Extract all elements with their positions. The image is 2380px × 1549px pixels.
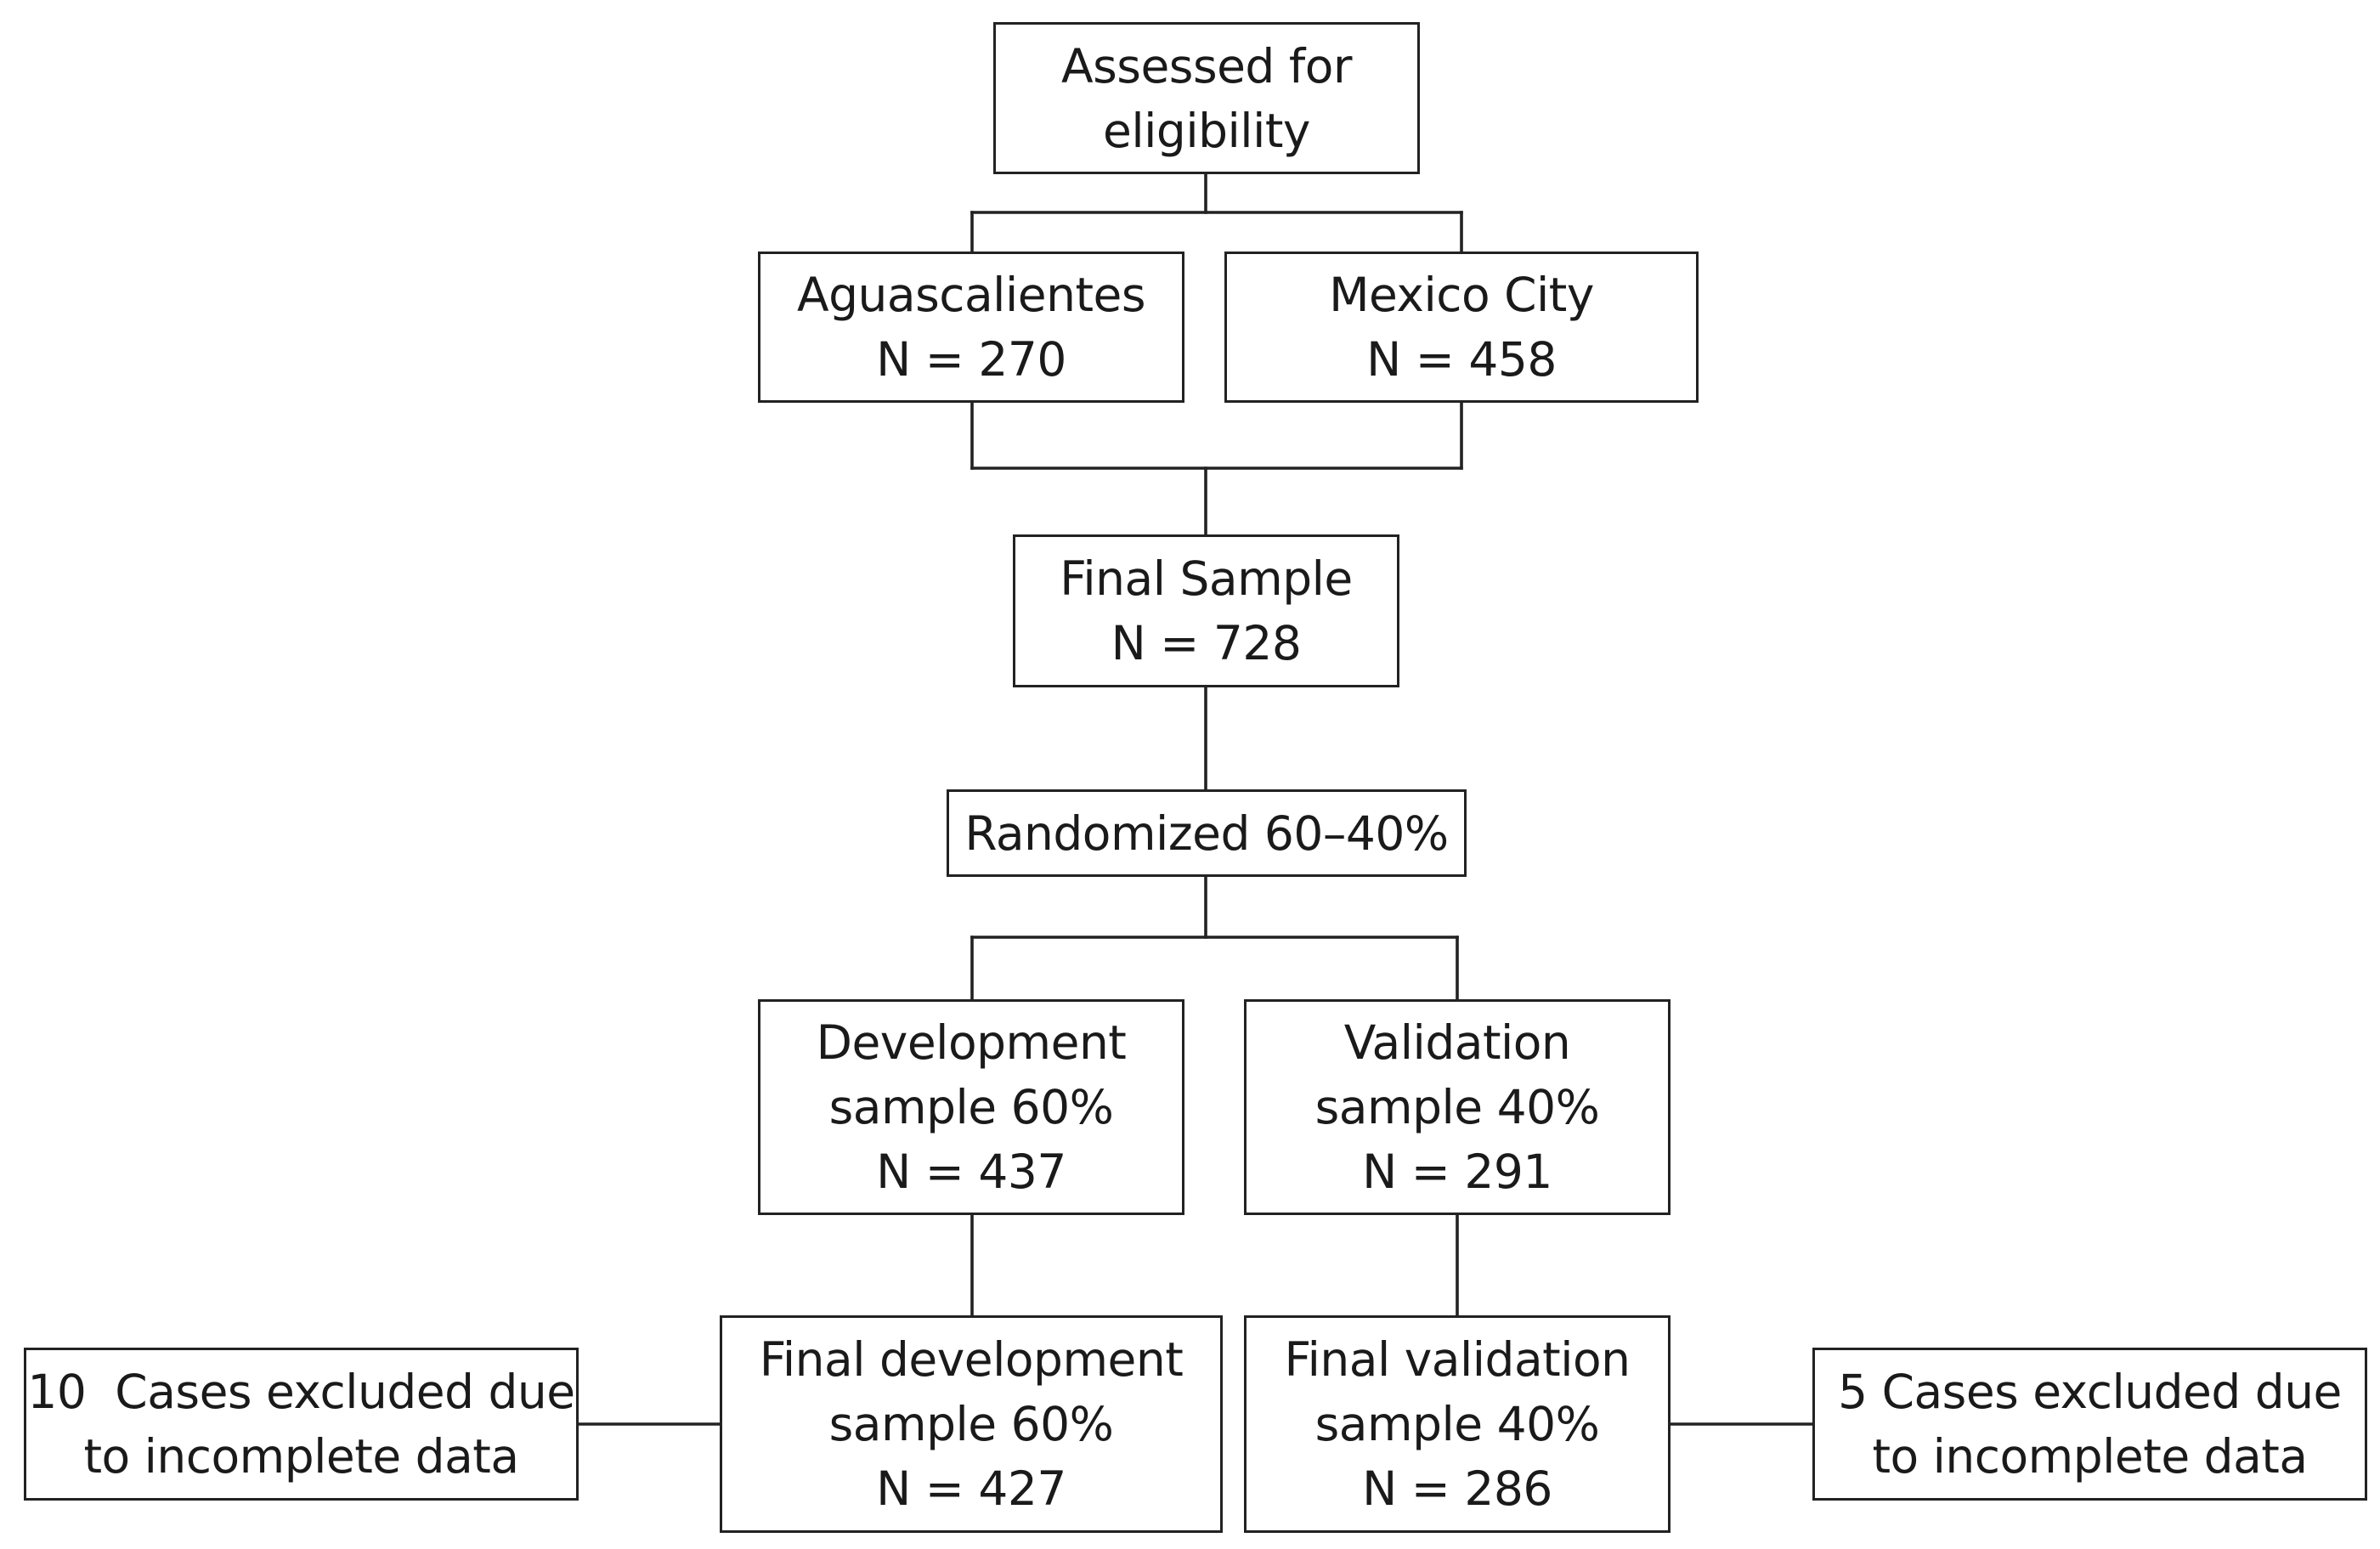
assessed-line-2: eligibility: [1103, 103, 1310, 158]
assessed-for-eligibility-box: Assessed for eligibility: [993, 22, 1420, 174]
mexico-city-label: Mexico City: [1329, 268, 1594, 322]
mexico-city-count: N = 458: [1366, 332, 1557, 387]
final-sample-box: Final Sample N = 728: [1013, 534, 1399, 687]
final-validation-box: Final validation sample 40% N = 286: [1244, 1315, 1671, 1533]
validation-line-2: sample 40%: [1314, 1080, 1600, 1134]
development-line-2: sample 60%: [828, 1080, 1114, 1134]
excluded-right-line-2: to incomplete data: [1872, 1429, 2308, 1484]
development-count: N = 437: [876, 1145, 1066, 1199]
final-validation-line-2: sample 40%: [1314, 1397, 1600, 1451]
randomized-label: Randomized 60–40%: [964, 806, 1449, 861]
final-development-line-2: sample 60%: [828, 1397, 1114, 1451]
final-development-count: N = 427: [876, 1461, 1066, 1516]
excluded-left-box: 10 Cases excluded due to incomplete data: [24, 1348, 579, 1501]
excluded-left-line-2: to incomplete data: [83, 1429, 519, 1484]
development-sample-box: Development sample 60% N = 437: [758, 999, 1184, 1215]
validation-count: N = 291: [1362, 1145, 1552, 1199]
aguascalientes-box: Aguascalientes N = 270: [758, 252, 1184, 403]
development-line-1: Development: [816, 1015, 1127, 1070]
mexico-city-box: Mexico City N = 458: [1224, 252, 1699, 403]
final-validation-line-1: Final validation: [1284, 1332, 1631, 1387]
final-development-box: Final development sample 60% N = 427: [720, 1315, 1223, 1533]
final-sample-count: N = 728: [1111, 616, 1302, 670]
excluded-right-box: 5 Cases excluded due to incomplete data: [1812, 1348, 2367, 1501]
final-sample-label: Final Sample: [1060, 551, 1353, 606]
aguascalientes-count: N = 270: [876, 332, 1066, 387]
validation-sample-box: Validation sample 40% N = 291: [1244, 999, 1671, 1215]
randomized-box: Randomized 60–40%: [947, 789, 1467, 877]
final-development-line-1: Final development: [759, 1332, 1184, 1387]
validation-line-1: Validation: [1343, 1015, 1571, 1070]
aguascalientes-label: Aguascalientes: [796, 268, 1146, 322]
assessed-line-1: Assessed for: [1061, 38, 1352, 93]
final-validation-count: N = 286: [1362, 1461, 1552, 1516]
excluded-left-line-1: 10 Cases excluded due: [27, 1365, 575, 1419]
excluded-right-line-1: 5 Cases excluded due: [1838, 1365, 2342, 1419]
